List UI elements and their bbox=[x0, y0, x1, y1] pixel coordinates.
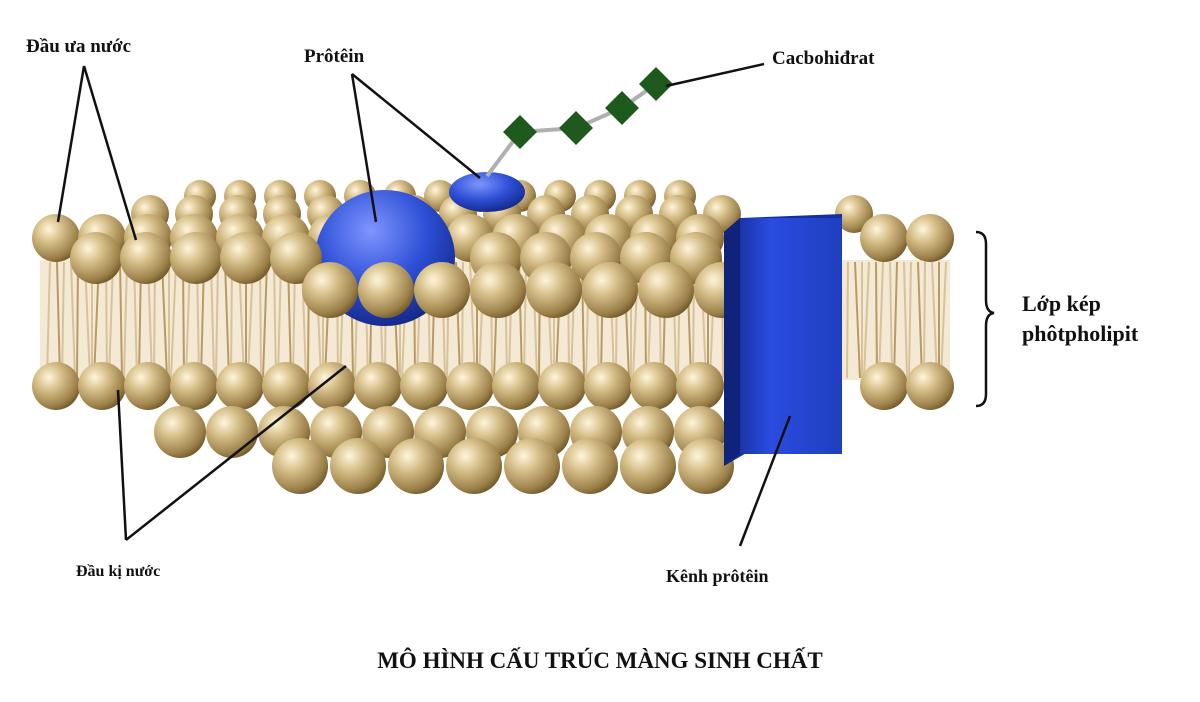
sugar-unit bbox=[503, 115, 537, 149]
phospholipid-head bbox=[630, 362, 678, 410]
phospholipid-head bbox=[906, 362, 954, 410]
phospholipid-head bbox=[272, 438, 328, 494]
sugar-unit bbox=[559, 111, 593, 145]
channel-protein bbox=[724, 214, 842, 466]
diagram-title: MÔ HÌNH CẤU TRÚC MÀNG SINH CHẤT bbox=[0, 648, 1200, 674]
label-phospholipid-bilayer: Lớp kép phôtpholipit bbox=[1022, 289, 1138, 349]
phospholipid-head bbox=[676, 362, 724, 410]
phospholipid-head bbox=[216, 362, 264, 410]
phospholipid-head bbox=[220, 232, 272, 284]
phospholipid-head bbox=[538, 362, 586, 410]
lipid-tail bbox=[77, 262, 78, 378]
phospholipid-head bbox=[504, 438, 560, 494]
peripheral-protein bbox=[449, 172, 525, 212]
phospholipid-head bbox=[308, 362, 356, 410]
phospholipid-head bbox=[354, 362, 402, 410]
label-hydrophilic-head: Đầu ưa nước bbox=[26, 36, 131, 58]
phospholipid-head bbox=[492, 362, 540, 410]
label-bilayer-line2: phôtpholipit bbox=[1022, 319, 1138, 349]
sugar-unit bbox=[605, 91, 639, 125]
phospholipid-head bbox=[170, 232, 222, 284]
label-protein: Prôtêin bbox=[304, 46, 364, 68]
phospholipid-head bbox=[330, 438, 386, 494]
phospholipid-head bbox=[446, 438, 502, 494]
phospholipid-head bbox=[446, 362, 494, 410]
phospholipid-head bbox=[154, 406, 206, 458]
sugar-unit bbox=[639, 67, 673, 101]
phospholipid-head bbox=[120, 232, 172, 284]
phospholipid-head bbox=[906, 214, 954, 262]
phospholipid-head bbox=[470, 262, 526, 318]
bilayer-bracket bbox=[976, 232, 994, 406]
phospholipid-head bbox=[638, 262, 694, 318]
lipid-tail bbox=[876, 262, 877, 378]
phospholipid-head bbox=[70, 232, 122, 284]
phospholipid-head bbox=[860, 362, 908, 410]
phospholipid-head bbox=[206, 406, 258, 458]
label-hydrophobic-tail: Đầu kị nước bbox=[76, 563, 160, 581]
phospholipid-head bbox=[358, 262, 414, 318]
phospholipid-head bbox=[526, 262, 582, 318]
phospholipid-head bbox=[562, 438, 618, 494]
phospholipid-head bbox=[302, 262, 358, 318]
phospholipid-head bbox=[32, 362, 80, 410]
lipid-tail bbox=[924, 262, 925, 378]
label-carbohydrate: Cacbohiđrat bbox=[772, 48, 874, 70]
phospholipid-head bbox=[584, 362, 632, 410]
phospholipid-head bbox=[262, 362, 310, 410]
phospholipid-head bbox=[124, 362, 172, 410]
phospholipid-head bbox=[388, 438, 444, 494]
phospholipid-head bbox=[582, 262, 638, 318]
phospholipid-head bbox=[620, 438, 676, 494]
label-channel-protein: Kênh prôtêin bbox=[666, 566, 769, 587]
lipid-tail bbox=[847, 262, 848, 378]
phospholipid-head bbox=[170, 362, 218, 410]
phospholipid-head bbox=[400, 362, 448, 410]
phospholipid-head bbox=[860, 214, 908, 262]
phospholipid-head bbox=[414, 262, 470, 318]
carbohydrate-chain bbox=[487, 67, 673, 176]
label-bilayer-line1: Lớp kép bbox=[1022, 289, 1138, 319]
